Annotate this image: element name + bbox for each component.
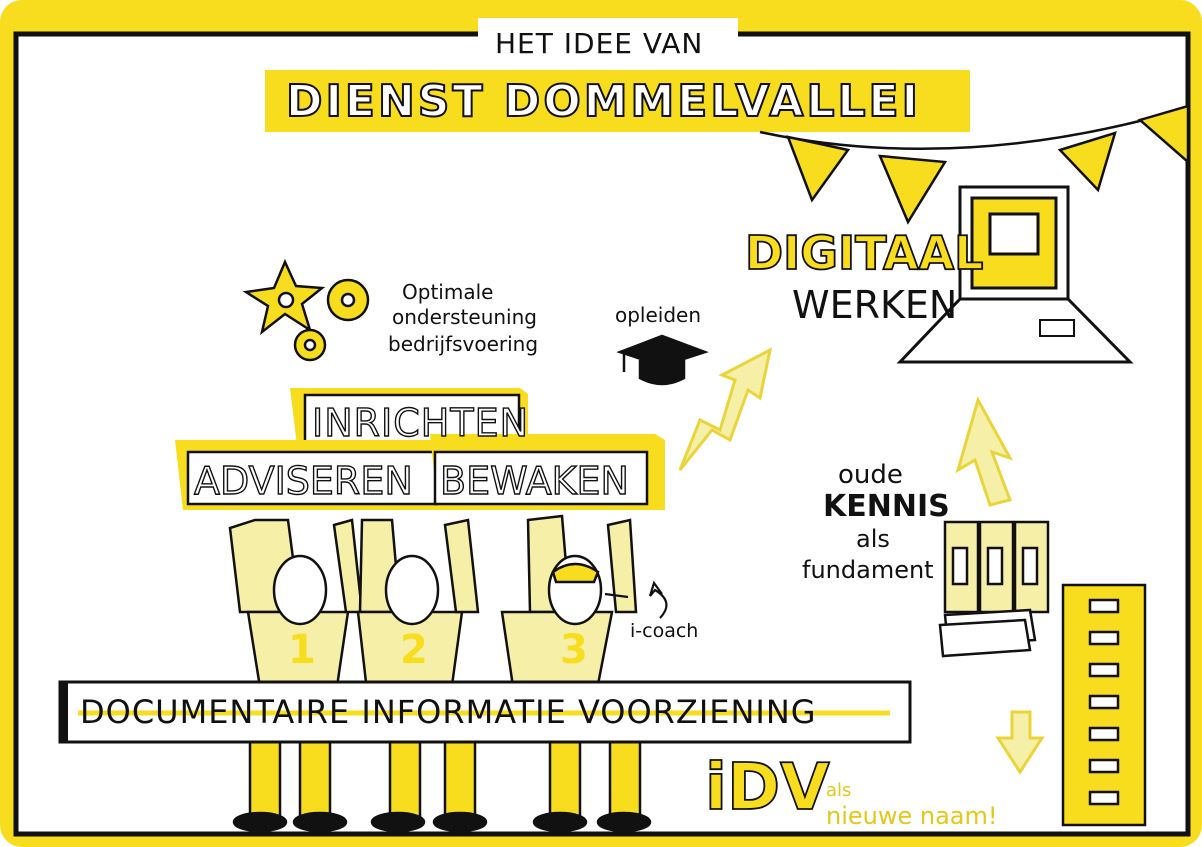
figure-1-number: 1	[288, 627, 316, 673]
curved-arrow	[648, 580, 668, 619]
top-label-box	[478, 18, 738, 68]
laptop-icon	[896, 185, 1134, 364]
new-name-line2: nieuwe naam!	[826, 802, 998, 830]
digital-line1: DIGITAAL	[744, 226, 984, 280]
block-right-label: BEWAKEN	[439, 459, 629, 503]
training-label: opleiden	[615, 303, 702, 327]
figure-2	[356, 518, 480, 702]
top-line-text: HET IDEE VAN	[495, 27, 704, 60]
banner-text: DOCUMENTAIRE INFORMATIE VOORZIENING	[80, 693, 817, 731]
knowledge-line3: als	[856, 525, 890, 553]
bunting-flags	[759, 104, 1190, 225]
knowledge-line1: oude	[838, 460, 903, 490]
binders-icon	[938, 520, 1050, 658]
digital-line2: WERKEN	[792, 283, 958, 327]
left-note-line3: bedrijfsvoering	[388, 332, 539, 356]
knowledge-line2: KENNIS	[823, 489, 950, 524]
page-title: DIENST DOMMELVALLEI	[285, 76, 921, 127]
growth-arrows	[678, 347, 1045, 775]
coach-label: i-coach	[630, 620, 699, 642]
figure-1	[228, 518, 364, 702]
block-top-label: INRICHTEN	[311, 401, 529, 445]
figure-2-number: 2	[400, 627, 428, 673]
left-note-line1: Optimale	[402, 280, 494, 304]
figure-3-number: 3	[560, 627, 588, 673]
new-name-acronym: iDV	[704, 751, 830, 825]
gears-icon	[242, 258, 370, 362]
new-name-line1: als	[826, 780, 852, 801]
left-note-line2: ondersteuning	[392, 305, 537, 329]
raised-blocks	[175, 388, 665, 510]
title-banner	[265, 70, 970, 132]
graduation-cap-icon	[616, 334, 709, 386]
block-left-label: ADVISEREN	[193, 459, 413, 503]
filing-cabinet-icon	[1061, 583, 1147, 827]
knowledge-line4: fundament	[802, 556, 934, 584]
figure-3	[500, 514, 638, 702]
legs	[232, 728, 652, 833]
